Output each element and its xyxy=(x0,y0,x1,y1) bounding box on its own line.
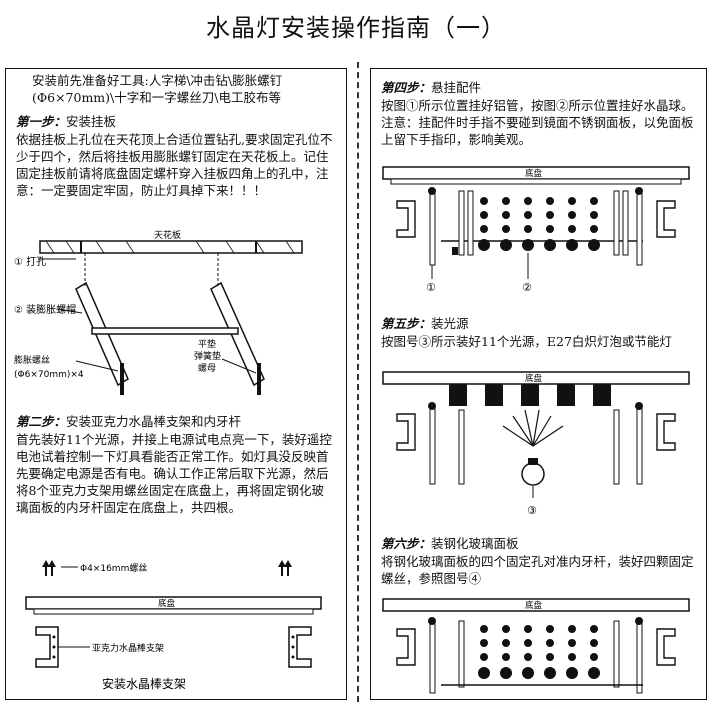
step5-label: 第五步： xyxy=(381,316,432,331)
step4-label: 第四步： xyxy=(381,80,432,95)
step2-label: 第二步： xyxy=(16,414,67,429)
left-column: 安装前先准备好工具:人字梯\冲击钻\膨胀螺钉(Φ6×70mm)\十字和一字螺丝刀… xyxy=(5,68,347,700)
glass-panel-figure: 底盘 xyxy=(382,598,690,694)
ceiling-label: 天花板 xyxy=(154,229,181,241)
step6-title: 装钢化玻璃面板 xyxy=(431,536,519,551)
acrylic-bracket-label: 亚克力水晶棒支架 xyxy=(92,642,164,654)
right-column: 第四步：悬挂配件 按图①所示位置挂好铝管，按图②所示位置挂好水晶球。注意：挂配件… xyxy=(370,68,707,700)
step5-base-label: 底盘 xyxy=(525,373,543,384)
hang-accessories-figure: 底盘 ① ② xyxy=(382,166,690,294)
marker-1: ① xyxy=(426,281,436,294)
step4-base-label: 底盘 xyxy=(525,168,543,179)
base-label: 底盘 xyxy=(158,598,176,609)
step4-heading: 第四步：悬挂配件 xyxy=(381,79,699,96)
bolt-spec-label: (Φ6×70mm)×4 xyxy=(14,370,84,380)
page-title: 水晶灯安装操作指南（一） xyxy=(206,14,506,42)
step6-body: 将钢化玻璃面板的四个固定孔对准内牙杆，装好四颗固定螺丝，参照图号④ xyxy=(381,554,694,586)
step1-body: 依据挂板上孔位在天花顶上合适位置钻孔,要求固定孔位不少于四个，然后将挂板用膨胀螺… xyxy=(16,132,333,198)
step4-title: 悬挂配件 xyxy=(431,80,482,95)
step2-title: 安装亚克力水晶棒支架和内牙杆 xyxy=(66,414,242,429)
step5-heading: 第五步：装光源 xyxy=(381,315,699,332)
step5-body: 按图号③所示装好11个光源，E27白炽灯泡或节能灯 xyxy=(381,334,672,349)
bolt-label: 膨胀螺丝 xyxy=(14,354,50,366)
fig2-caption: 安装水晶棒支架 xyxy=(102,676,186,691)
drill-label: ① 打孔 xyxy=(14,255,46,268)
step6-label: 第六步： xyxy=(381,536,432,551)
step1-heading: 第一步：安装挂板 xyxy=(16,113,336,130)
hanging-plate-figure: 天花板 ① 打孔 ② 装膨胀螺帽 膨胀螺丝 (Φ6×70mm)×4 平垫 弹簧垫… xyxy=(14,229,303,395)
flat-washer-label: 平垫 xyxy=(198,338,216,350)
step4-body: 按图①所示位置挂好铝管，按图②所示位置挂好水晶球。注意：挂配件时手指不要碰到镜面… xyxy=(381,98,694,147)
step1-label: 第一步： xyxy=(16,114,67,129)
screw-label: Φ4×16mm螺丝 xyxy=(80,562,147,574)
marker-3: ③ xyxy=(527,504,537,517)
column-divider xyxy=(357,62,359,702)
nut-label: 螺母 xyxy=(198,363,216,374)
step5-title: 装光源 xyxy=(431,316,469,331)
tools-intro: 安装前先准备好工具:人字梯\冲击钻\膨胀螺钉(Φ6×70mm)\十字和一字螺丝刀… xyxy=(32,73,283,105)
marker-2: ② xyxy=(522,281,532,294)
step2-heading: 第二步：安装亚克力水晶棒支架和内牙杆 xyxy=(16,413,336,430)
step2-body: 首先装好11个光源，并接上电源试电点亮一下，装好遥控电池试着控制一下灯具看能否正… xyxy=(16,432,332,515)
step6-heading: 第六步：装钢化玻璃面板 xyxy=(381,535,699,552)
spring-washer-label: 弹簧垫 xyxy=(194,350,221,362)
step1-title: 安装挂板 xyxy=(66,114,117,129)
cap-label: ② 装膨胀螺帽 xyxy=(14,303,76,316)
light-source-figure: 底盘 ③ xyxy=(382,371,690,517)
bracket-figure: Φ4×16mm螺丝 底盘 亚克力水晶棒支架 安装水晶棒支架 xyxy=(25,560,322,691)
step6-base-label: 底盘 xyxy=(525,600,543,611)
